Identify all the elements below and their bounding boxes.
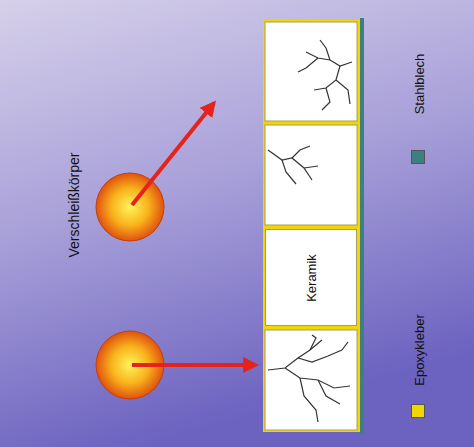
rebound-arrow: [132, 103, 214, 205]
part-label: Verschleißkörper: [66, 152, 82, 257]
wear-body: [96, 173, 164, 241]
ceramic-tile: [265, 330, 357, 430]
ceramic-tile: [265, 22, 357, 121]
impact-arrow: [132, 363, 256, 367]
ceramic-tile: [265, 125, 357, 225]
ceramic-tile: Keramik: [265, 229, 357, 326]
epoxy-layer: [263, 20, 360, 432]
legend-swatch: [411, 404, 425, 418]
legend-text: Epoxykleber: [412, 314, 427, 386]
legend-text: Stahlblech: [412, 54, 427, 115]
material-label: Keramik: [304, 254, 319, 302]
legend-swatch: [411, 150, 425, 164]
steel-sheet: [360, 18, 364, 434]
